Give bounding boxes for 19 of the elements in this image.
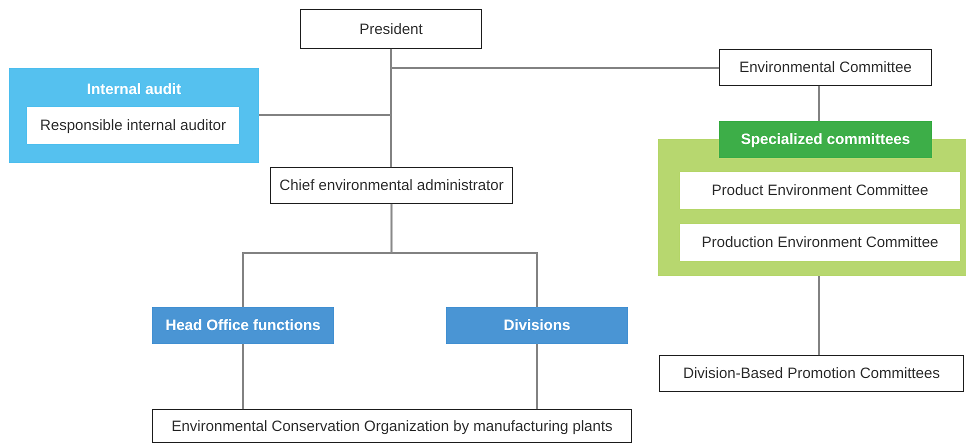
org-box: Divisions <box>446 307 628 344</box>
connector-line <box>242 344 244 409</box>
org-box: Product Environment Committee <box>680 172 960 209</box>
org-box: Chief environmental administrator <box>270 167 513 204</box>
org-box: Production Environment Committee <box>680 224 960 261</box>
panel-heading: Specialized committees <box>719 121 932 158</box>
org-box: Environmental Committee <box>719 49 932 86</box>
connector-line <box>536 344 538 409</box>
audit-panel <box>9 68 259 163</box>
org-box: Responsible internal auditor <box>27 107 239 144</box>
connector-line <box>390 49 719 69</box>
connector-line <box>818 276 820 355</box>
panel-heading: Internal audit <box>86 80 182 100</box>
org-box: Environmental Conservation Organization by manufacturing plants <box>152 409 632 443</box>
connector-line <box>818 86 820 121</box>
connector-line <box>390 204 538 307</box>
org-box: Division-Based Promotion Committees <box>659 355 964 392</box>
org-box: Head Office functions <box>152 307 334 344</box>
org-box: President <box>300 9 482 49</box>
